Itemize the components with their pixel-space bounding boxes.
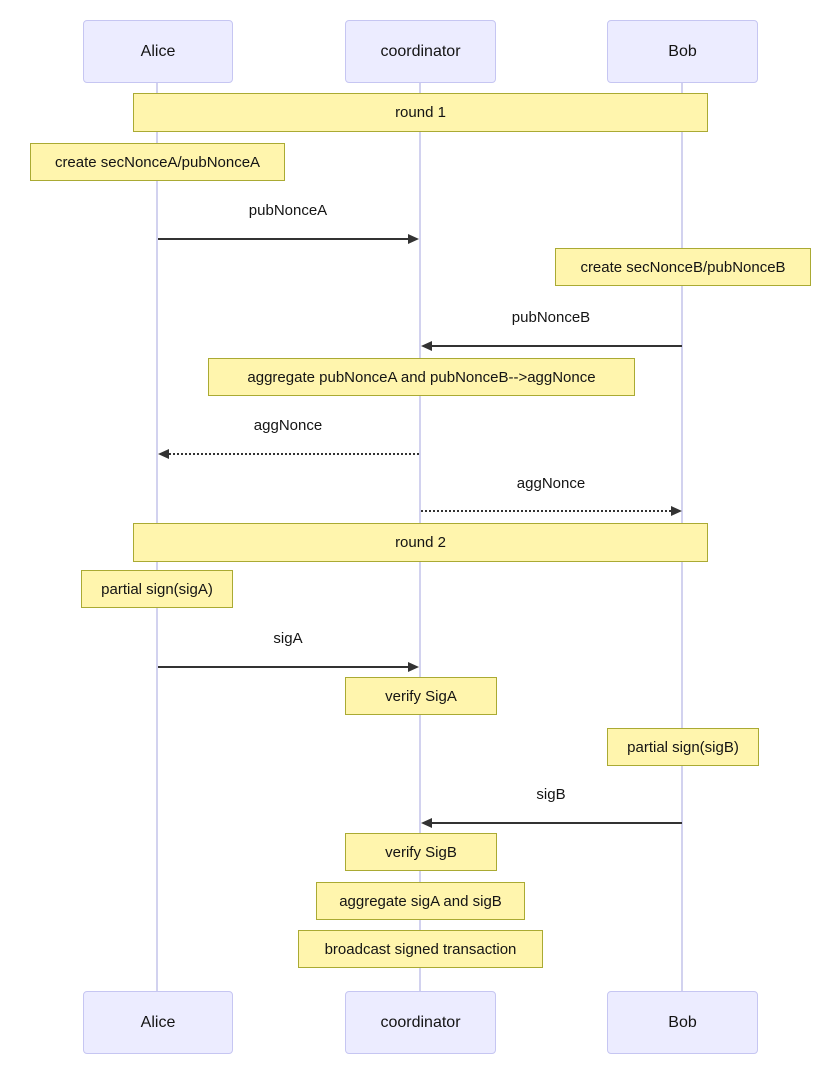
message-label-pubnoncea: pubNonceA xyxy=(248,202,328,219)
message-label-siga: sigA xyxy=(273,630,303,647)
message-label-pubnonceb: pubNonceB xyxy=(511,309,591,326)
arrowhead-left-icon xyxy=(421,818,432,828)
participant-bob-bottom: Bob xyxy=(607,991,758,1054)
participant-coordinator-bottom: coordinator xyxy=(345,991,496,1054)
band-label: round 1 xyxy=(395,104,446,121)
note-label: broadcast signed transaction xyxy=(324,940,517,958)
participant-label: Bob xyxy=(668,42,697,60)
participant-alice-top: Alice xyxy=(83,20,233,83)
note-label: aggregate pubNonceA and pubNonceB-->aggN… xyxy=(247,368,596,386)
participant-bob-top: Bob xyxy=(607,20,758,83)
note-label: verify SigA xyxy=(385,687,457,705)
note-broadcast-transaction: broadcast signed transaction xyxy=(298,930,543,968)
note-create-secnonceb: create secNonceB/pubNonceB xyxy=(555,248,811,286)
message-line-sigb xyxy=(432,822,682,824)
message-line-pubnoncea xyxy=(158,238,409,240)
note-aggregate-pubnonces: aggregate pubNonceA and pubNonceB-->aggN… xyxy=(208,358,635,396)
note-aggregate-sigs: aggregate sigA and sigB xyxy=(316,882,525,920)
participant-label: Alice xyxy=(140,1013,176,1031)
participant-label: Alice xyxy=(140,42,176,60)
note-label: verify SigB xyxy=(385,843,457,861)
note-band-round-1: round 1 xyxy=(133,93,708,132)
arrowhead-right-icon xyxy=(671,506,682,516)
note-partial-sign-siga: partial sign(sigA) xyxy=(81,570,233,608)
message-label-aggnonce-bob: aggNonce xyxy=(516,475,586,492)
participant-coordinator-top: coordinator xyxy=(345,20,496,83)
message-line-pubnonceb xyxy=(432,345,682,347)
arrowhead-left-icon xyxy=(421,341,432,351)
participant-label: Bob xyxy=(668,1013,697,1031)
note-verify-siga: verify SigA xyxy=(345,677,497,715)
note-band-round-2: round 2 xyxy=(133,523,708,562)
note-label: create secNonceA/pubNonceA xyxy=(54,153,261,171)
participant-label: coordinator xyxy=(380,1013,461,1031)
message-line-aggnonce-alice xyxy=(169,453,419,455)
arrowhead-left-icon xyxy=(158,449,169,459)
note-label: create secNonceB/pubNonceB xyxy=(580,258,786,276)
arrowhead-right-icon xyxy=(408,234,419,244)
note-create-secnoncea: create secNonceA/pubNonceA xyxy=(30,143,285,181)
note-partial-sign-sigb: partial sign(sigB) xyxy=(607,728,759,766)
band-label: round 2 xyxy=(395,534,446,551)
message-label-aggnonce-alice: aggNonce xyxy=(253,417,323,434)
participant-label: coordinator xyxy=(380,42,461,60)
arrowhead-right-icon xyxy=(408,662,419,672)
note-label: partial sign(sigB) xyxy=(627,738,739,756)
note-verify-sigb: verify SigB xyxy=(345,833,497,871)
note-label: partial sign(sigA) xyxy=(101,580,213,598)
note-label: aggregate sigA and sigB xyxy=(339,892,502,910)
message-label-sigb: sigB xyxy=(536,786,566,803)
message-line-siga xyxy=(158,666,409,668)
participant-alice-bottom: Alice xyxy=(83,991,233,1054)
message-line-aggnonce-bob xyxy=(421,510,671,512)
